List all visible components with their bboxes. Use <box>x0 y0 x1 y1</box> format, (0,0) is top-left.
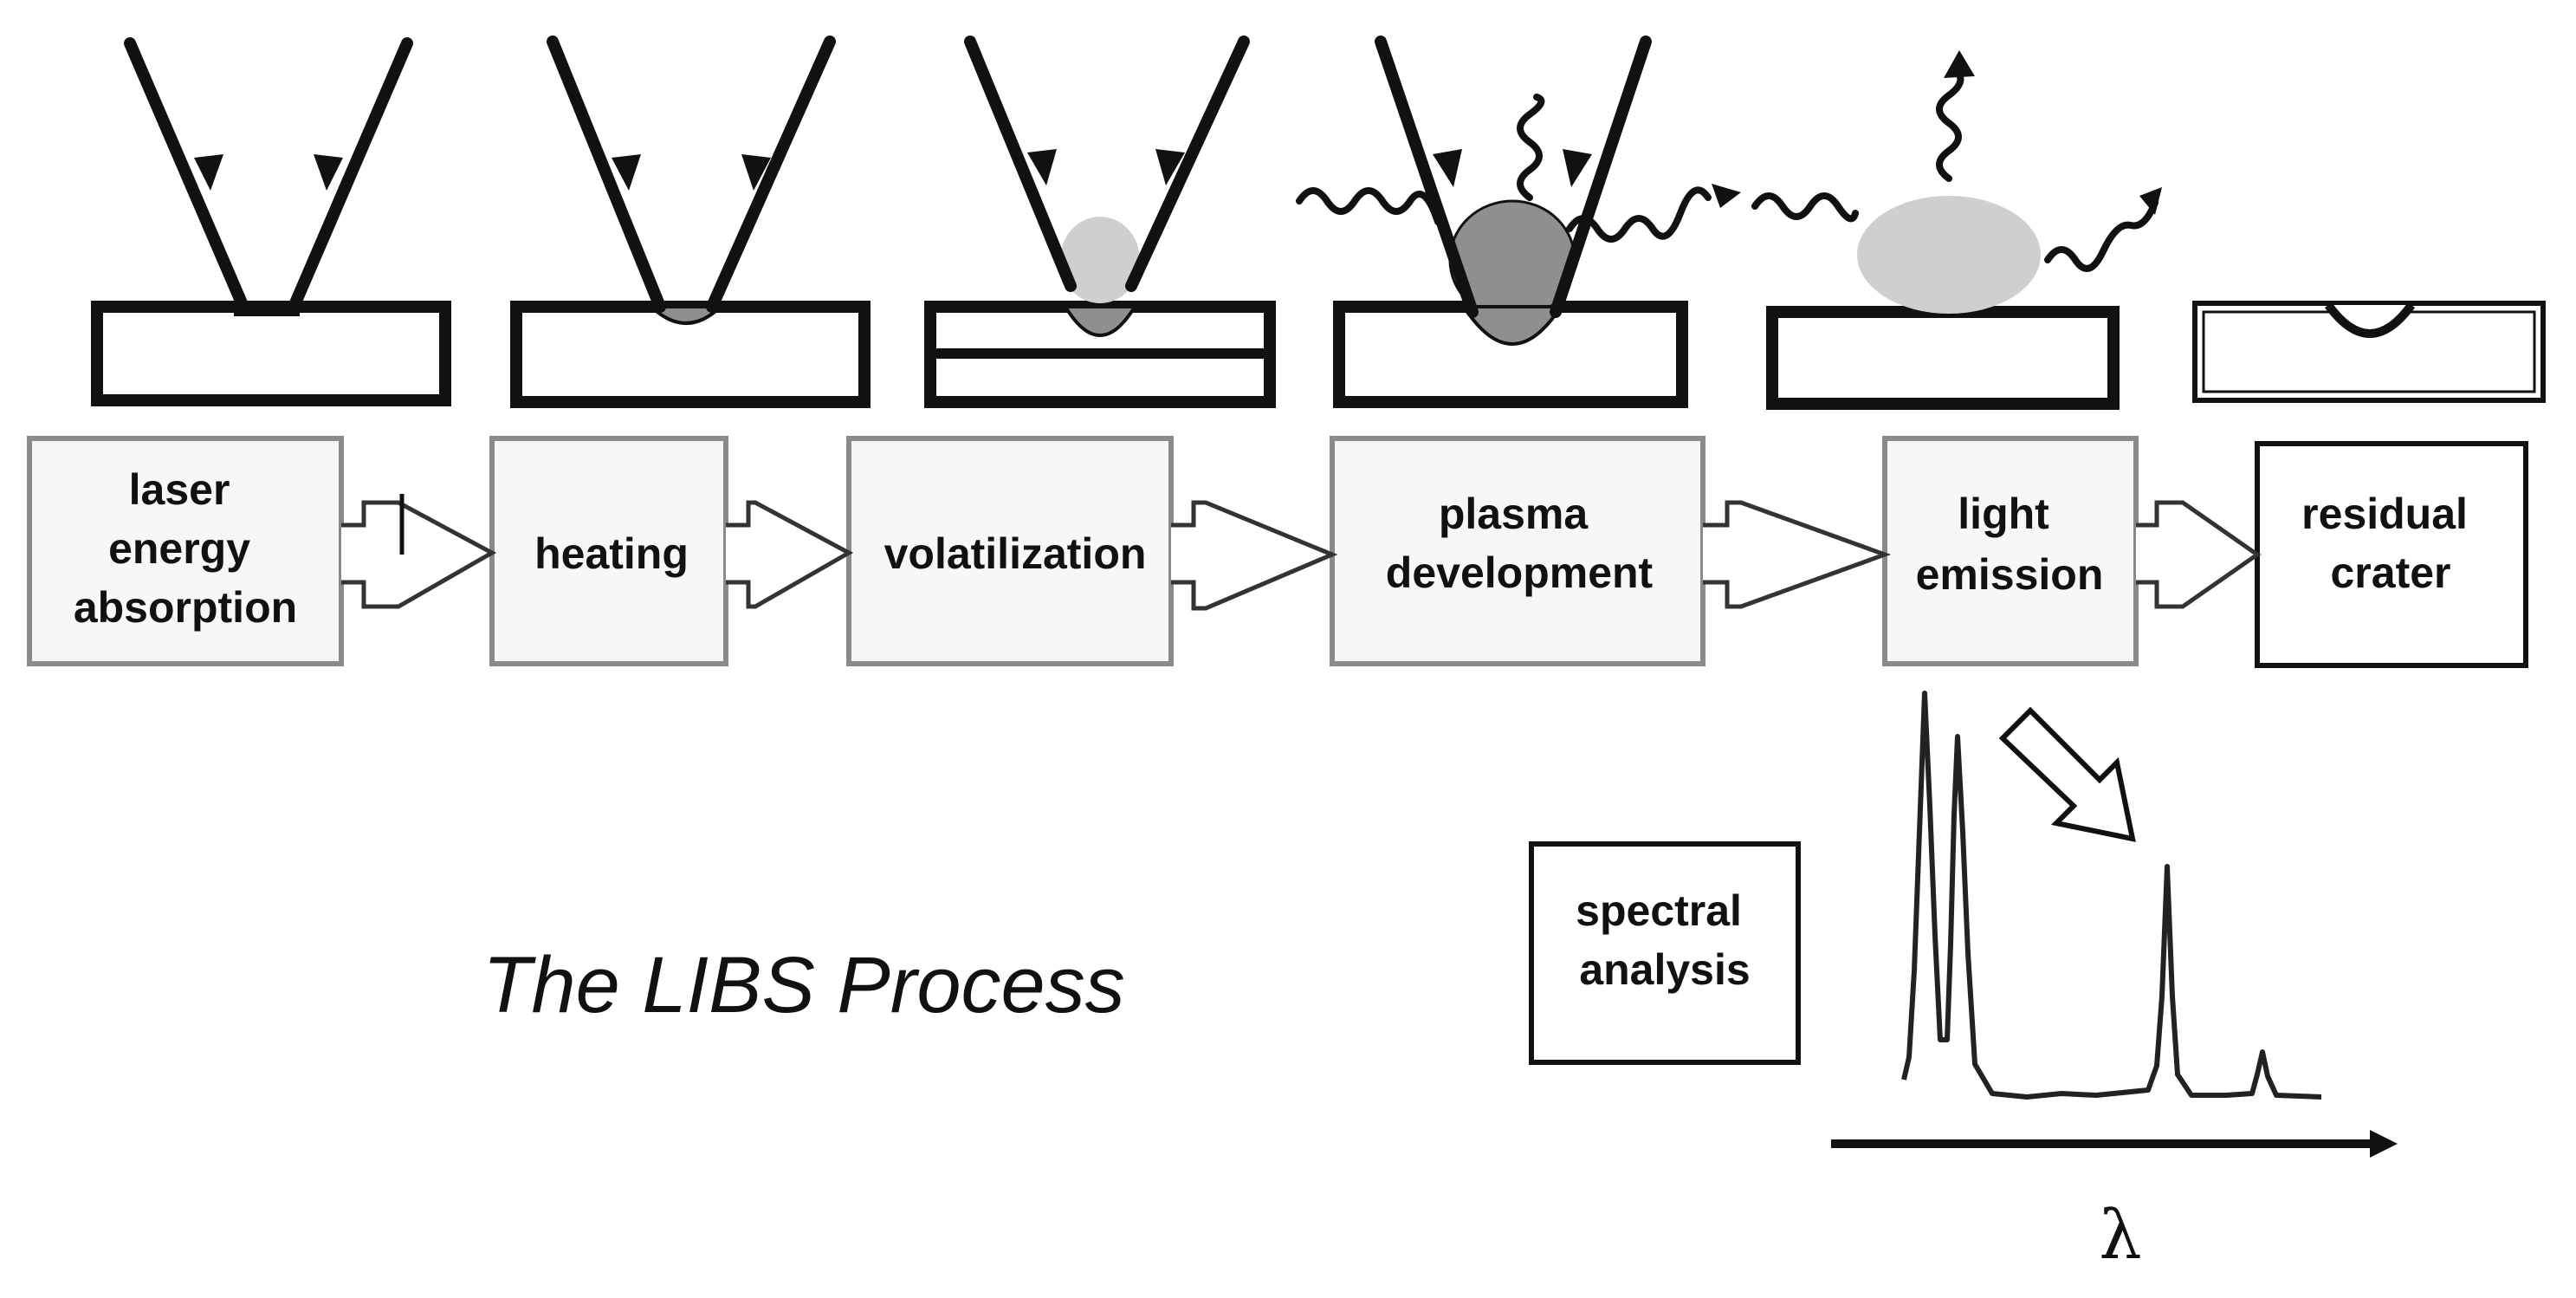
analysis-label: spectral analysis <box>1576 886 1754 994</box>
stage-box-laser-energy-absorption <box>27 436 344 666</box>
stage-box-light-emission <box>1882 436 2139 666</box>
vapor-cloud <box>1060 217 1140 303</box>
heated-zone <box>646 305 726 325</box>
illustration-laser-energy-absorption <box>91 37 451 406</box>
stage-label-light-emission: light emission <box>1916 490 2104 599</box>
stage-box-volatilization <box>846 436 1174 666</box>
laser-beams <box>124 37 413 311</box>
wave-arrowhead <box>1712 184 1741 208</box>
stage-box-residual-crater <box>2255 441 2528 668</box>
stage-box-heating <box>489 436 728 666</box>
connector-1 <box>341 500 497 609</box>
laser-beams <box>547 36 836 313</box>
emission-waves <box>1296 94 1712 243</box>
connector-4 <box>1703 500 1892 609</box>
analysis-box <box>1529 841 1801 1065</box>
absorption-spot <box>234 301 300 316</box>
illustration-residual-crater <box>2192 301 2546 403</box>
wave-arrowhead-right <box>2139 187 2162 215</box>
sample-block <box>1766 306 2120 410</box>
emission-to-spectrum-arrow <box>1998 706 2136 842</box>
laser-arrowheads <box>612 154 771 191</box>
process-flow: laser energy absorption heating volatili… <box>27 436 2528 668</box>
stage-label-residual-crater: residual crater <box>2301 490 2480 597</box>
laser-beams <box>1375 36 1652 318</box>
wavelength-symbol: λ <box>2099 1197 2141 1275</box>
stage-label-laser-energy-absorption: laser energy absorption <box>74 465 297 632</box>
connectors <box>341 500 2262 611</box>
stage-label-plasma-development: plasma development <box>1386 490 1654 597</box>
stage-label-heating: heating <box>534 529 689 578</box>
illustration-light-emission <box>1751 50 2162 410</box>
emission-waves <box>1751 66 2159 272</box>
wavelength-axis-arrowhead <box>2370 1130 2398 1158</box>
laser-arrowheads <box>194 154 343 191</box>
spectrum-trace <box>1901 691 2322 1100</box>
illustration-heating <box>510 36 871 408</box>
wave-arrowhead-top <box>1944 50 1975 78</box>
stage-label-volatilization: volatilization <box>884 529 1147 578</box>
connector-3 <box>1171 500 1338 611</box>
connector-5 <box>2136 500 2262 609</box>
emitting-plasma <box>1857 196 2041 314</box>
laser-beams <box>964 36 1250 292</box>
diagram-title: The LIBS Process <box>482 941 1124 1029</box>
illustration-plasma-development <box>1296 36 1741 408</box>
crater <box>2324 302 2416 338</box>
spectral-analysis-section: spectral analysis λ <box>1529 691 2398 1275</box>
illustration-volatilization <box>924 36 1276 408</box>
heated-zone <box>1062 305 1138 337</box>
laser-arrowheads <box>1027 149 1185 185</box>
sample-block <box>91 301 451 406</box>
connector-2 <box>726 500 854 609</box>
stage-box-plasma-development <box>1330 436 1705 666</box>
laser-arrowheads <box>1433 149 1592 187</box>
